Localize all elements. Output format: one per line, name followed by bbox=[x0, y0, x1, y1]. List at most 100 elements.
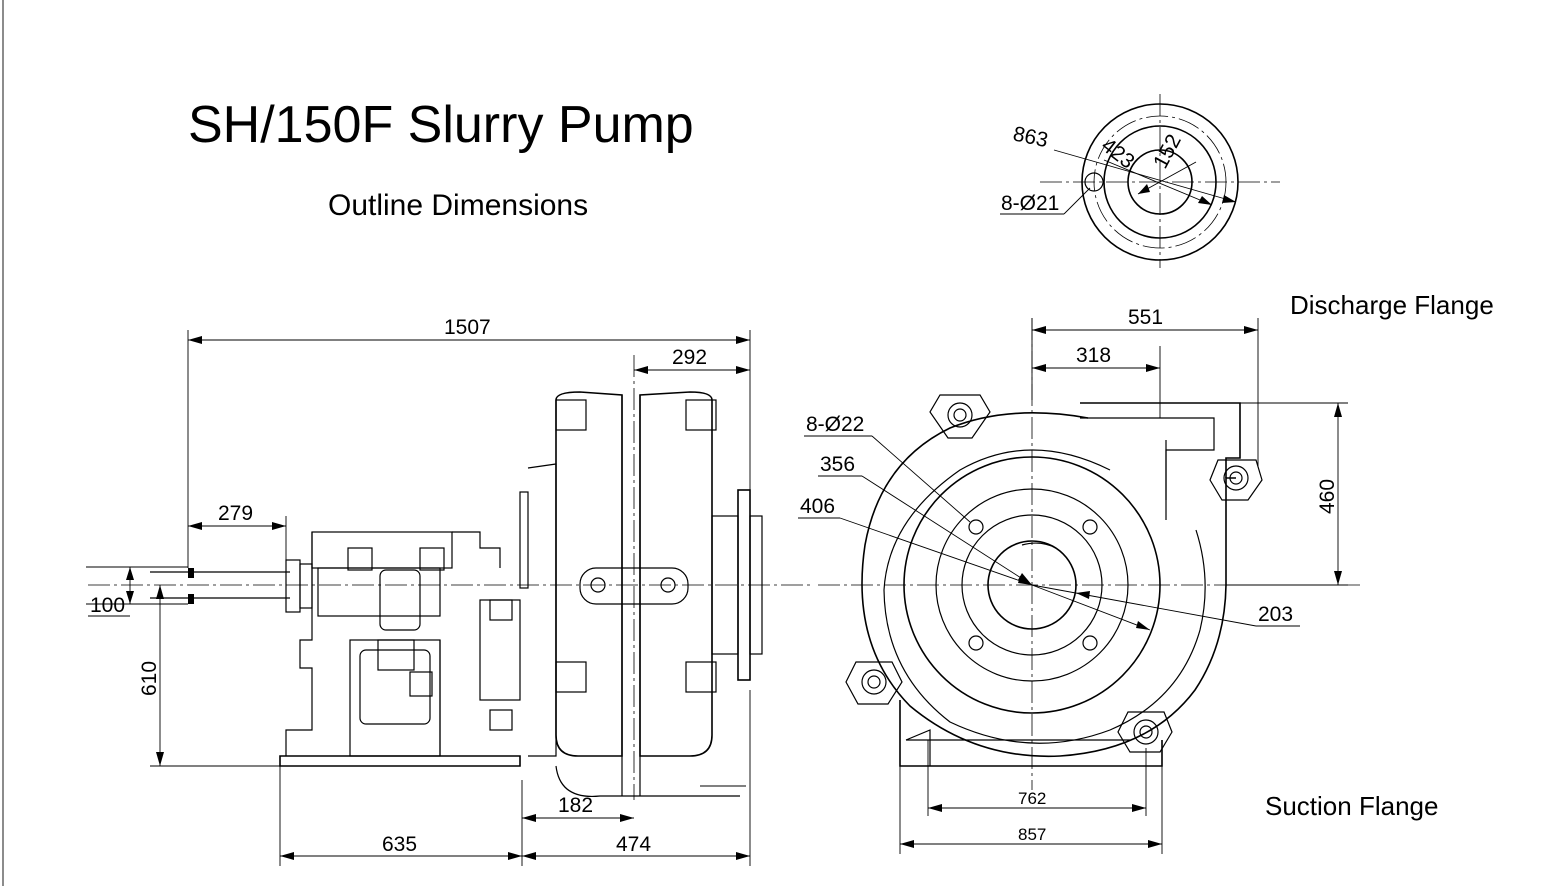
dim-762-arrow-right bbox=[1132, 804, 1146, 812]
discharge-flange-view: 863 423 152 8-Ø21 bbox=[1000, 94, 1280, 268]
discharge-flange-label: Discharge Flange bbox=[1290, 290, 1494, 320]
dim-460-text: 460 bbox=[1316, 479, 1339, 514]
dim-356-radius bbox=[1031, 584, 1151, 631]
dim-182-arrow-left bbox=[522, 814, 536, 822]
impeller-arc bbox=[1021, 542, 1057, 549]
dim-203-leader bbox=[1031, 584, 1257, 627]
drawing-title: SH/150F Slurry Pump bbox=[188, 96, 694, 154]
dim-460-arrow-top bbox=[1334, 403, 1342, 417]
suction-bolt-circle bbox=[935, 488, 1129, 682]
dim-857-text: 857 bbox=[1018, 825, 1046, 844]
flange-bolt-hole bbox=[1084, 172, 1104, 192]
dim-474-arrow-right bbox=[736, 852, 750, 860]
dim-857-arrow-left bbox=[900, 840, 914, 848]
discharge-outlet-top bbox=[1080, 402, 1241, 478]
dim-635-arrow-left bbox=[280, 852, 294, 860]
dim-857-arrow-right bbox=[1148, 840, 1162, 848]
volute-outer bbox=[861, 412, 1236, 758]
dim-279-text: 279 bbox=[218, 502, 253, 525]
dim-1507-arrow-right bbox=[736, 336, 750, 344]
dim-292-arrow-left bbox=[634, 366, 648, 374]
dim-holes22-leader bbox=[871, 435, 971, 523]
bearing-pedestal bbox=[349, 639, 441, 757]
dim-863-leader bbox=[1053, 149, 1237, 203]
dim-1507-arrow-left bbox=[188, 336, 202, 344]
dim-356-arrow bbox=[1018, 573, 1032, 585]
dim-100-arrow-bottom bbox=[126, 591, 134, 604]
dim-423-arrow bbox=[1198, 196, 1212, 205]
casing-clamp bbox=[579, 567, 689, 605]
bearing-inner bbox=[379, 569, 421, 631]
dim-863-arrow bbox=[1222, 195, 1236, 203]
base-plate bbox=[279, 755, 521, 767]
dim-423-text: 423 bbox=[1097, 134, 1139, 174]
lug-bottom-left-bolt bbox=[867, 675, 881, 689]
dim-holes21-text: 8-Ø21 bbox=[1001, 192, 1059, 215]
lug-bottom-right-bolt bbox=[1139, 725, 1153, 739]
suction-bolt-hole-4 bbox=[1082, 635, 1098, 651]
dim-100-text: 100 bbox=[90, 594, 125, 617]
front-view: 551 318 460 8-Ø22 356 406 203 bbox=[798, 306, 1360, 854]
front-base-rib-left bbox=[905, 729, 931, 766]
bearing-bolt-right bbox=[419, 547, 445, 571]
bearing-housing-left bbox=[285, 532, 313, 756]
dim-318-arrow-left bbox=[1032, 364, 1046, 372]
dim-292-arrow-right bbox=[736, 366, 750, 374]
dim-762-text: 762 bbox=[1018, 789, 1046, 808]
lug-top-right-bolt bbox=[1229, 471, 1243, 485]
shaft-key-bottom bbox=[188, 594, 194, 604]
dim-279-arrow-right bbox=[272, 522, 286, 530]
pedestal-window bbox=[359, 649, 431, 725]
dim-356-text: 356 bbox=[820, 453, 855, 476]
casing-ring-outer bbox=[903, 456, 1161, 714]
flange-bore-circle bbox=[1127, 149, 1193, 215]
dim-551-text: 551 bbox=[1128, 306, 1163, 329]
dim-474-arrow-left bbox=[522, 852, 536, 860]
dim-152-arrow bbox=[1138, 184, 1150, 194]
bearing-housing-top bbox=[311, 531, 453, 569]
dim-holes22-text: 8-Ø22 bbox=[806, 413, 864, 436]
suction-ring bbox=[961, 514, 1103, 656]
dim-610-arrow-top bbox=[156, 585, 164, 599]
lug-bottom-right bbox=[1117, 711, 1173, 753]
dim-551-arrow-left bbox=[1032, 326, 1046, 334]
clamp-hole-left bbox=[590, 577, 606, 593]
lug-top-left bbox=[929, 394, 991, 439]
lug-top-left-hole bbox=[947, 402, 973, 428]
shaft-coupling bbox=[285, 559, 301, 613]
casing-left-half bbox=[555, 391, 623, 757]
frame-bolt-a bbox=[489, 599, 513, 621]
volute-inner bbox=[883, 449, 1206, 744]
dim-474-text: 474 bbox=[616, 833, 651, 856]
lug-top-left-bolt bbox=[953, 408, 967, 422]
frame-adapter bbox=[527, 463, 557, 757]
dim-635-text: 635 bbox=[382, 833, 417, 856]
drawing-subtitle: Outline Dimensions bbox=[328, 189, 588, 222]
dim-356-leader bbox=[861, 475, 1033, 586]
dim-318-text: 318 bbox=[1076, 344, 1111, 367]
lug-bottom-left bbox=[845, 661, 903, 705]
bearing-cartridge bbox=[317, 567, 441, 617]
bearing-housing-right bbox=[452, 531, 501, 568]
dim-100-arrow-top bbox=[126, 567, 134, 580]
lug-bottom-right-hole bbox=[1133, 719, 1159, 745]
bearing-bolt-left bbox=[347, 547, 373, 571]
dim-182-text: 182 bbox=[558, 794, 593, 817]
suction-bolt-hole-2 bbox=[1082, 519, 1098, 535]
frame-plate bbox=[479, 599, 521, 701]
lug-top-right-hole bbox=[1223, 465, 1249, 491]
dim-1507-text: 1507 bbox=[444, 316, 491, 339]
casing-bolt-bl bbox=[555, 661, 587, 693]
frame-bolt-b bbox=[489, 709, 513, 731]
dim-406-text: 406 bbox=[800, 495, 835, 518]
suction-bolt-hole-3 bbox=[968, 635, 984, 651]
adapter-ring-hatch bbox=[519, 491, 529, 589]
dim-203-text: 203 bbox=[1258, 603, 1293, 626]
shaft-key-top bbox=[188, 568, 194, 578]
dim-152-text: 152 bbox=[1149, 131, 1186, 173]
casing-bolt-tl bbox=[555, 399, 587, 431]
flange-mid-circle bbox=[1103, 125, 1217, 239]
flange-outer-circle bbox=[1081, 103, 1239, 261]
flange-bolt-circle bbox=[1093, 115, 1227, 249]
